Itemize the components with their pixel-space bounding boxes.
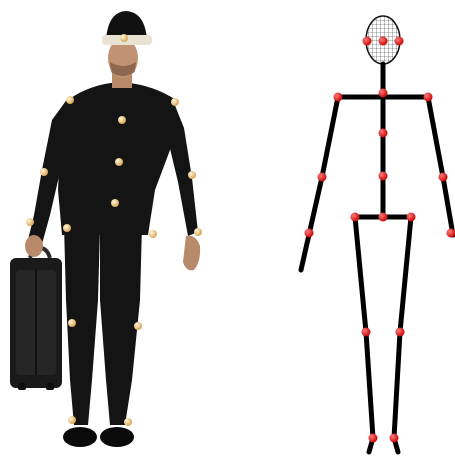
marker-right-knee xyxy=(134,322,142,330)
bone-left-thigh xyxy=(355,217,366,332)
joint-left-knee xyxy=(362,328,371,337)
marker-left-elbow xyxy=(40,168,48,176)
joint-right-ankle xyxy=(390,434,399,443)
joint-left-ankle xyxy=(369,434,378,443)
marker-left-ankle xyxy=(68,416,76,424)
stick-figure xyxy=(301,16,455,452)
joint-right-hip xyxy=(407,213,416,222)
marker-right-wrist xyxy=(194,228,202,236)
joint-neck xyxy=(379,89,388,98)
joint-right-shoulder xyxy=(424,93,433,102)
joint-right-knee xyxy=(396,328,405,337)
joint-pelvis xyxy=(379,213,388,222)
bone-left-forearm xyxy=(301,177,322,270)
joint-right-elbow xyxy=(439,173,448,182)
joint-left-hip xyxy=(351,213,360,222)
bone-right-forearm xyxy=(443,177,453,235)
actor-left-hand xyxy=(25,235,43,257)
actor-torso xyxy=(58,82,176,235)
marker-right-elbow xyxy=(188,171,196,179)
joint-left-wrist xyxy=(305,229,314,238)
joint-right-wrist xyxy=(447,229,455,238)
marker-right-ankle xyxy=(124,418,132,426)
joint-head-center xyxy=(379,37,388,46)
joint-head-left xyxy=(363,37,372,46)
actor-right-arm xyxy=(166,98,198,236)
joint-left-elbow xyxy=(318,173,327,182)
marker-left-shoulder xyxy=(66,96,74,104)
suitcase xyxy=(10,248,62,390)
joint-left-shoulder xyxy=(334,93,343,102)
joint-head-right xyxy=(395,37,404,46)
marker-right-hip xyxy=(149,230,157,238)
joint-chest xyxy=(379,129,388,138)
actor-photo xyxy=(10,11,202,447)
bone-right-upper-arm xyxy=(428,97,443,177)
actor-right-shoe xyxy=(100,427,134,447)
marker-chest-mid xyxy=(115,158,123,166)
marker-left-wrist xyxy=(26,218,34,226)
bone-right-thigh xyxy=(400,217,411,332)
marker-left-knee xyxy=(68,319,76,327)
marker-left-hip xyxy=(63,224,71,232)
marker-abdomen xyxy=(111,199,119,207)
actor-right-hand xyxy=(183,236,200,271)
joint-waist xyxy=(379,172,388,181)
bone-left-shin xyxy=(366,332,373,438)
marker-head-front xyxy=(120,34,128,42)
marker-right-shoulder xyxy=(171,98,179,106)
bone-right-shin xyxy=(394,332,400,438)
bone-left-upper-arm xyxy=(322,97,338,177)
marker-chest-top xyxy=(118,116,126,124)
actor-left-shoe xyxy=(63,427,97,447)
